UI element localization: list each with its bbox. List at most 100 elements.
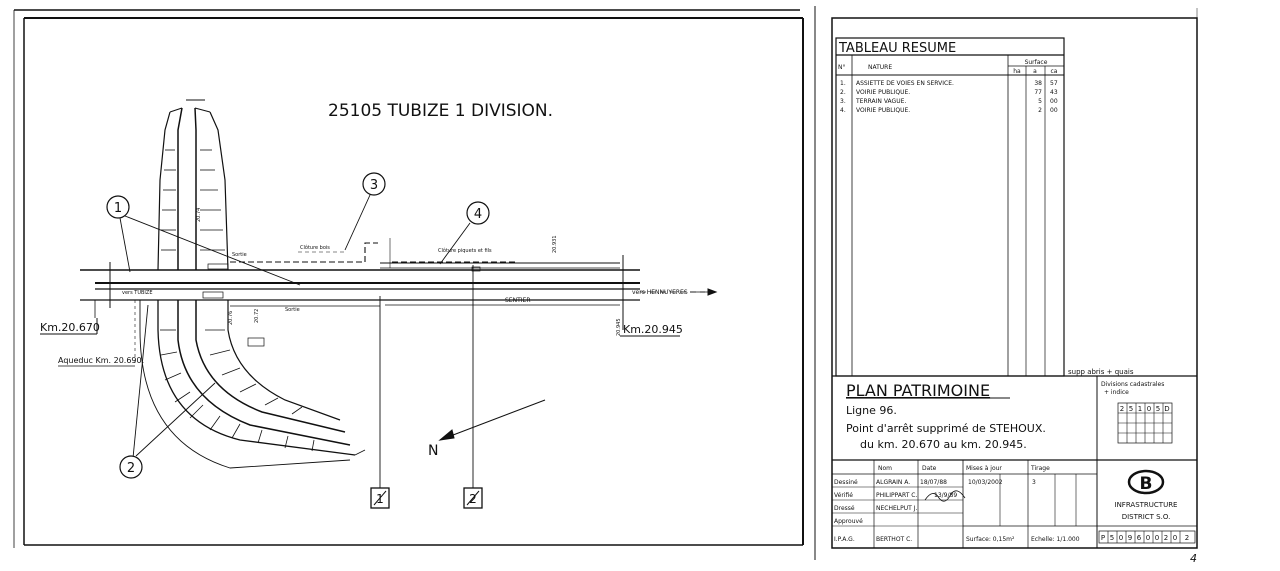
- svg-text:2: 2: [127, 461, 135, 476]
- svg-text:1.: 1.: [840, 80, 846, 87]
- svg-text:0: 0: [1155, 534, 1159, 542]
- summary-col-ha: ha: [1013, 68, 1021, 75]
- dim-label: 20.945: [616, 319, 622, 337]
- svg-text:2.: 2.: [840, 89, 846, 96]
- dim-label: 20.76: [228, 311, 234, 325]
- sig-name: PHILIPPART C.: [876, 492, 917, 499]
- svg-text:5: 5: [1156, 405, 1160, 413]
- svg-text:2: 2: [1185, 534, 1189, 542]
- callout-3: 3: [362, 172, 386, 196]
- toward-label: vers HENNUYERES: [632, 289, 688, 296]
- division-code: 2 5 1 0 5 D: [1120, 405, 1170, 413]
- svg-text:0: 0: [1146, 534, 1150, 542]
- svg-text:2: 2: [469, 492, 477, 506]
- svg-text:VOIRIE PUBLIQUE.: VOIRIE PUBLIQUE.: [856, 89, 910, 96]
- svg-text:6: 6: [1137, 534, 1142, 542]
- sig-update: 10/03/2002: [968, 479, 1003, 486]
- sheet-number: 4: [1190, 552, 1197, 565]
- svg-text:57: 57: [1050, 80, 1058, 87]
- sig-col-mises: Mises à jour: [966, 465, 1002, 472]
- infrastructure-logo: B: [1127, 469, 1165, 495]
- svg-text:4.: 4.: [840, 107, 846, 114]
- sortie-label: Sortie: [232, 252, 247, 258]
- summary-col-ca: ca: [1051, 68, 1058, 75]
- sig-date: 13/9/89: [934, 492, 957, 499]
- plan-subtitle-2: du km. 20.670 au km. 20.945.: [860, 438, 1027, 451]
- summary-row: 2. VOIRIE PUBLIQUE. 77 43: [840, 89, 1058, 96]
- dim-label: 20.931: [552, 236, 558, 254]
- north-label: N: [428, 443, 438, 459]
- svg-text:0: 0: [1173, 534, 1177, 542]
- callout-4: 4: [466, 201, 490, 225]
- svg-text:0: 0: [1147, 405, 1151, 413]
- svg-text:B: B: [1140, 474, 1153, 494]
- svg-text:1: 1: [376, 492, 384, 506]
- plan-subtitle-1: Point d'arrêt supprimé de STEHOUX.: [846, 422, 1046, 435]
- sig-col-nom: Nom: [878, 465, 892, 472]
- svg-text:3.: 3.: [840, 98, 846, 105]
- summary-heading: TABLEAU RESUME: [838, 41, 956, 56]
- svg-text:5: 5: [1129, 405, 1133, 413]
- callout-2: 2: [119, 455, 143, 479]
- sig-role: Approuvé: [834, 518, 863, 525]
- svg-text:00: 00: [1050, 107, 1058, 114]
- sig-role: Dessiné: [834, 479, 858, 486]
- summary-row: 1. ASSIETTE DE VOIES EN SERVICE. 38 57: [840, 80, 1058, 87]
- svg-text:38: 38: [1034, 80, 1042, 87]
- org-name-2: DISTRICT S.O.: [1122, 513, 1171, 521]
- sig-name: NECHELPUT J.: [876, 505, 917, 512]
- divisions-label: Divisions cadastrales: [1101, 381, 1164, 388]
- svg-text:1: 1: [1138, 405, 1142, 413]
- aqueduct-label: Aqueduc Km. 20.690.: [58, 356, 144, 365]
- callout-1: 1: [106, 195, 130, 219]
- svg-text:D: D: [1164, 405, 1169, 413]
- section-marker-1: 1: [370, 487, 390, 509]
- svg-text:5: 5: [1110, 534, 1114, 542]
- svg-text:2: 2: [1038, 107, 1042, 114]
- svg-text:43: 43: [1050, 89, 1058, 96]
- svg-text:9: 9: [1128, 534, 1132, 542]
- summary-row: 4. VOIRIE PUBLIQUE. 2 00: [840, 107, 1058, 114]
- svg-text:2: 2: [1164, 534, 1168, 542]
- svg-text:3: 3: [370, 178, 378, 193]
- sortie-label-2: Sortie: [285, 307, 300, 313]
- summary-row: 3. TERRAIN VAGUE. 5 00: [840, 98, 1058, 105]
- km-start-label: Km.20.670: [40, 321, 100, 334]
- svg-text:77: 77: [1034, 89, 1042, 96]
- drawing-title: 25105 TUBIZE 1 DIVISION.: [328, 101, 553, 121]
- svg-text:4: 4: [474, 207, 482, 222]
- sig-role: Vérifié: [834, 492, 853, 499]
- svg-text:TERRAIN VAGUE.: TERRAIN VAGUE.: [855, 98, 906, 105]
- sig-role: I.P.A.G.: [834, 536, 855, 543]
- sig-role: Dressé: [834, 505, 855, 512]
- dim-label: 20.74: [196, 208, 202, 222]
- fence-wire-label: Clôture piquets et fils: [438, 247, 492, 254]
- sig-col-tirage: Tirage: [1030, 465, 1050, 472]
- divisions-sub: + indice: [1104, 389, 1129, 396]
- signature-scribble: [924, 490, 966, 502]
- title-panel: [831, 8, 1198, 549]
- svg-text:0: 0: [1119, 534, 1123, 542]
- summary-col-no: N°: [838, 64, 846, 71]
- toward-left-label: vers TUBIZE: [122, 290, 153, 296]
- org-name-1: INFRASTRUCTURE: [1115, 501, 1178, 509]
- km-end-label: Km.20.945: [623, 323, 683, 336]
- sig-name: ALGRAIN A.: [876, 479, 910, 486]
- fence-wood-label: Clôture bois: [300, 244, 330, 251]
- plan-number: P 5 0 9 6 0 0 2 0 2: [1098, 530, 1196, 544]
- plan-line: Ligne 96.: [846, 404, 897, 417]
- summary-col-surface: Surface: [1025, 59, 1048, 66]
- summary-col-a: a: [1033, 68, 1037, 75]
- section-marker-2: 2: [463, 487, 483, 509]
- plan-title: PLAN PATRIMOINE: [846, 381, 990, 400]
- scale-value: Echelle: 1/1.000: [1031, 536, 1080, 543]
- summary-col-nature: NATURE: [868, 64, 892, 71]
- svg-text:P: P: [1101, 534, 1105, 542]
- svg-text:00: 00: [1050, 98, 1058, 105]
- sentier-label: SENTIER: [505, 297, 530, 304]
- svg-text:5: 5: [1038, 98, 1042, 105]
- surface-value: Surface: 0,15m²: [966, 536, 1015, 543]
- sig-name: BERTHOT C.: [876, 536, 912, 543]
- svg-text:1: 1: [114, 201, 122, 216]
